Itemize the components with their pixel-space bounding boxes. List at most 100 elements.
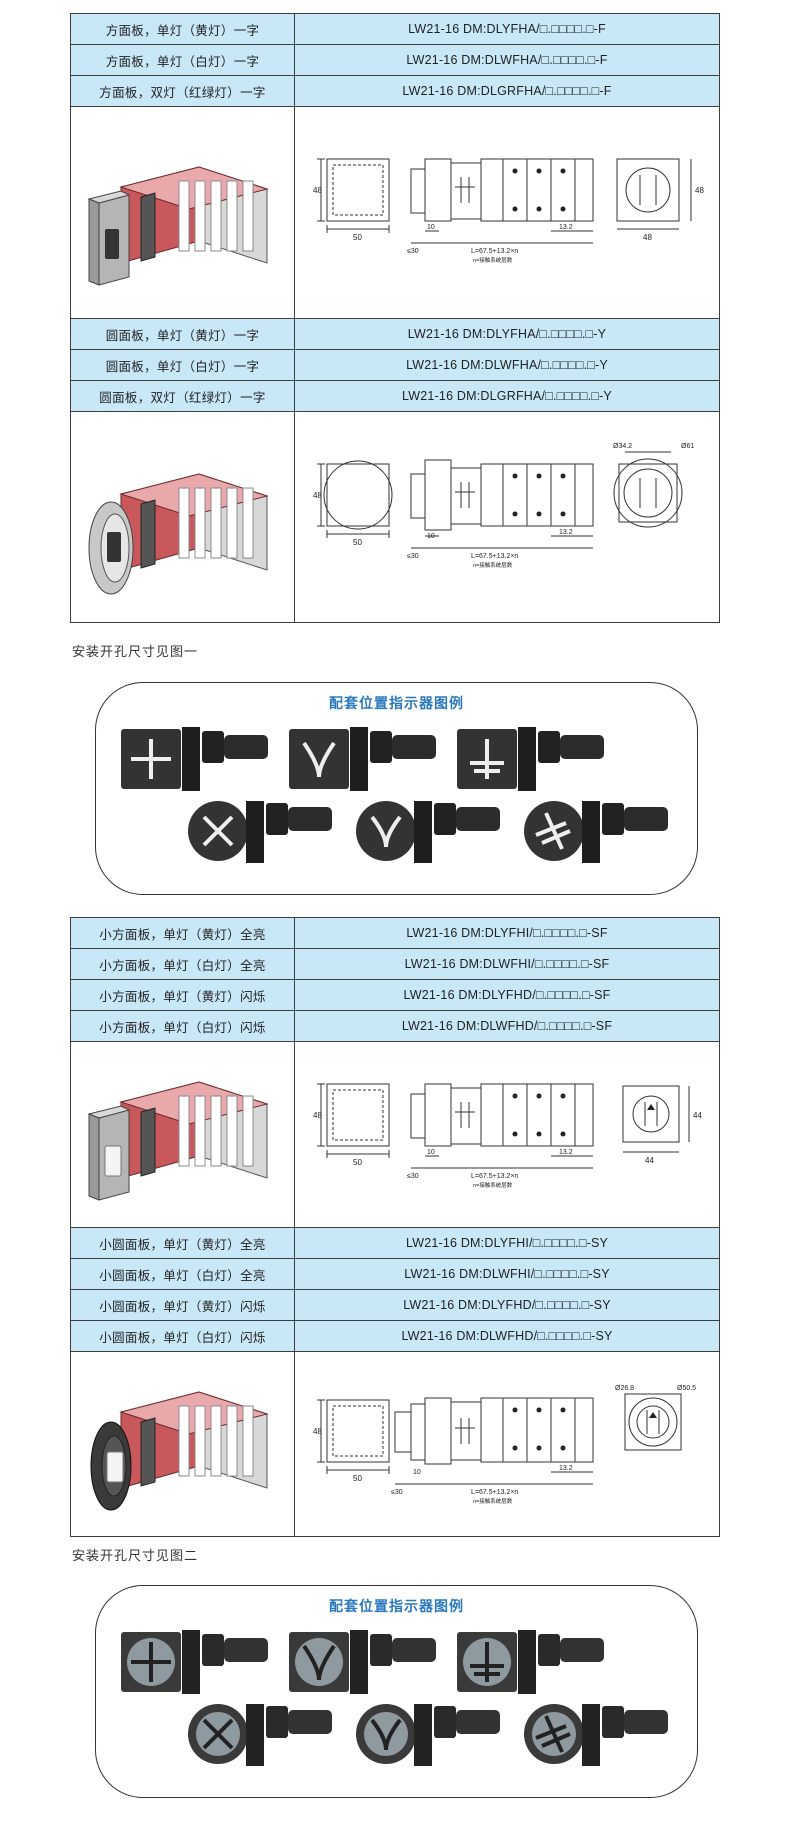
row-description: 方面板，单灯（白灯）一字 <box>71 45 295 75</box>
product-image-row: 48 50 10 ≤30 L=67.5+13.2×n n=接触系统层数 13.2… <box>71 1042 719 1228</box>
row-model: LW21-16 DM:DLWFHI/□.□□□□.□-SY <box>404 1267 610 1281</box>
row-description: 小圆面板，单灯（白灯）全亮 <box>71 1259 295 1289</box>
table-row: 小方面板，单灯（黄灯）闪烁 LW21-16 DM:DLYFHD/□.□□□□.□… <box>71 980 719 1011</box>
row-model: LW21-16 DM:DLYFHA/□.□□□□.□-Y <box>407 327 607 341</box>
dimension-drawing: 48 50 10 ≤30 L=67.5+13.2×n n=接触系统层数 13.2… <box>295 1352 719 1536</box>
table-row: 方面板，双灯（红绿灯）一字 LW21-16 DM:DLGRFHA/□.□□□□.… <box>71 76 719 107</box>
dim-length-formula: L=67.5+13.2×n <box>471 553 518 560</box>
dim-diameter-inner: Ø26.8 <box>615 1385 634 1392</box>
dim-width: 50 <box>353 233 362 242</box>
product-photo-round-panel <box>71 412 295 622</box>
technical-drawing-small-square: 48 50 10 ≤30 L=67.5+13.2×n n=接触系统层数 13.2… <box>313 1083 702 1189</box>
table-row: 小圆面板，单灯（白灯）闪烁 LW21-16 DM:DLWFHD/□.□□□□.□… <box>71 1321 719 1352</box>
dim-note: n=接触系统层数 <box>473 1497 513 1505</box>
indicator-round-cross-icon <box>188 801 332 863</box>
dim-height: 48 <box>313 491 322 500</box>
table-row: 方面板，单灯（黄灯）一字 LW21-16 DM:DLYFHA/□.□□□□.□-… <box>71 14 719 45</box>
mounting-note: 安装开孔尺寸见图二 <box>72 1548 199 1563</box>
spec-table-2: 小方面板，单灯（黄灯）全亮 LW21-16 DM:DLYFHI/□.□□□□.□… <box>70 917 720 1537</box>
table-row: 小方面板，单灯（白灯）全亮 LW21-16 DM:DLWFHI/□.□□□□.□… <box>71 949 719 980</box>
row-description: 小圆面板，单灯（白灯）闪烁 <box>71 1321 295 1351</box>
table-row: 小圆面板，单灯（黄灯）全亮 LW21-16 DM:DLYFHI/□.□□□□.□… <box>71 1228 719 1259</box>
row-description: 方面板，单灯（黄灯）一字 <box>71 14 295 44</box>
mounting-note: 安装开孔尺寸见图一 <box>72 644 199 659</box>
dim-length-formula: L=67.5+13.2×n <box>471 1173 518 1180</box>
product-image-row: 48 50 10 ≤30 L=67.5+13.2×n n=接触系统层数 13.2… <box>71 412 719 622</box>
table-row: 圆面板，双灯（红绿灯）一字 LW21-16 DM:DLGRFHA/□.□□□□.… <box>71 381 719 412</box>
dim-length-formula: L=67.5+13.2×n <box>471 248 518 255</box>
dim-right-width: 48 <box>643 233 652 242</box>
row-description: 圆面板，单灯（黄灯）一字 <box>71 319 295 349</box>
dim-30: ≤30 <box>391 1489 403 1496</box>
dim-height: 48 <box>313 1427 322 1436</box>
dim-right-height: 48 <box>695 186 704 195</box>
spec-table-1: 方面板，单灯（黄灯）一字 LW21-16 DM:DLYFHA/□.□□□□.□-… <box>70 13 720 623</box>
dim-10: 10 <box>413 1469 421 1476</box>
row-description: 方面板，双灯（红绿灯）一字 <box>71 76 295 106</box>
table-row: 圆面板，单灯（黄灯）一字 LW21-16 DM:DLYFHA/□.□□□□.□-… <box>71 319 719 350</box>
indicator-legend-1: 配套位置指示器图例 <box>95 682 698 895</box>
indicator-square-ground-icon <box>457 727 604 791</box>
row-model: LW21-16 DM:DLYFHI/□.□□□□.□-SF <box>406 926 608 940</box>
indicator-square-cross-icon <box>121 1630 268 1694</box>
legend-title: 配套位置指示器图例 <box>329 1598 464 1614</box>
dim-13-2: 13.2 <box>559 1149 573 1156</box>
row-model: LW21-16 DM:DLYFHI/□.□□□□.□-SY <box>405 1236 609 1250</box>
product-image-row: 48 50 10 ≤30 L=67.5+13.2×n n=接触系统层数 13.2… <box>71 107 719 319</box>
indicator-square-cross-icon <box>121 727 268 791</box>
indicator-illustrations <box>121 727 668 863</box>
dim-note: n=接触系统层数 <box>473 1181 513 1189</box>
indicator-round-ground-icon <box>524 1704 668 1766</box>
dim-13-2: 13.2 <box>559 529 573 536</box>
indicator-round-y-icon <box>356 1704 500 1766</box>
row-description: 小方面板，单灯（黄灯）闪烁 <box>71 980 295 1010</box>
legend-title: 配套位置指示器图例 <box>329 695 464 711</box>
row-description: 小圆面板，单灯（黄灯）全亮 <box>71 1228 295 1258</box>
dim-right-width: 44 <box>645 1156 654 1165</box>
indicator-square-ground-icon <box>457 1630 604 1694</box>
row-model: LW21-16 DM:DLYFHD/□.□□□□.□-SF <box>403 988 611 1002</box>
technical-drawing-small-round: 48 50 10 ≤30 L=67.5+13.2×n n=接触系统层数 13.2… <box>313 1385 696 1505</box>
dimension-drawing: 48 50 10 ≤30 L=67.5+13.2×n n=接触系统层数 13.2… <box>295 107 719 318</box>
dim-note: n=接触系统层数 <box>473 256 513 264</box>
dim-diameter-outer: Ø61 <box>681 443 694 450</box>
switch-illustration <box>90 1391 269 1511</box>
row-description: 圆面板，双灯（红绿灯）一字 <box>71 381 295 411</box>
product-photo-small-round-panel <box>71 1352 295 1536</box>
dim-width: 50 <box>353 538 362 547</box>
dim-30: ≤30 <box>407 1173 419 1180</box>
dim-width: 50 <box>353 1158 362 1167</box>
product-image-row: 48 50 10 ≤30 L=67.5+13.2×n n=接触系统层数 13.2… <box>71 1352 719 1536</box>
row-model: LW21-16 DM:DLYFHA/□.□□□□.□-F <box>408 22 606 36</box>
dim-right-height: 44 <box>693 1111 702 1120</box>
dim-10: 10 <box>427 533 435 540</box>
indicator-illustrations <box>121 1630 668 1766</box>
product-photo-small-square-panel <box>71 1042 295 1227</box>
dim-10: 10 <box>427 1149 435 1156</box>
indicator-square-y-icon <box>289 727 436 791</box>
row-model: LW21-16 DM:DLWFHD/□.□□□□.□-SY <box>401 1329 613 1343</box>
dim-note: n=接触系统层数 <box>473 561 513 569</box>
dim-13-2: 13.2 <box>559 1465 573 1472</box>
dim-13-2: 13.2 <box>559 224 573 231</box>
row-model: LW21-16 DM:DLGRFHA/□.□□□□.□-Y <box>402 389 612 403</box>
switch-illustration <box>87 1081 269 1201</box>
dim-diameter-outer: Ø50.5 <box>677 1385 696 1392</box>
dimension-drawing: 48 50 10 ≤30 L=67.5+13.2×n n=接触系统层数 13.2… <box>295 1042 719 1227</box>
row-model: LW21-16 DM:DLWFHA/□.□□□□.□-F <box>406 53 608 67</box>
table-row: 方面板，单灯（白灯）一字 LW21-16 DM:DLWFHA/□.□□□□.□-… <box>71 45 719 76</box>
table-row: 圆面板，单灯（白灯）一字 LW21-16 DM:DLWFHA/□.□□□□.□-… <box>71 350 719 381</box>
indicator-round-y-icon <box>356 801 500 863</box>
row-description: 小方面板，单灯（黄灯）全亮 <box>71 918 295 948</box>
product-photo-square-panel <box>71 107 295 318</box>
row-description: 小圆面板，单灯（黄灯）闪烁 <box>71 1290 295 1320</box>
row-model: LW21-16 DM:DLWFHA/□.□□□□.□-Y <box>406 358 608 372</box>
dimension-drawing: 48 50 10 ≤30 L=67.5+13.2×n n=接触系统层数 13.2… <box>295 412 719 622</box>
dim-height: 48 <box>313 1111 322 1120</box>
table-row: 小圆面板，单灯（黄灯）闪烁 LW21-16 DM:DLYFHD/□.□□□□.□… <box>71 1290 719 1321</box>
table-row: 小圆面板，单灯（白灯）全亮 LW21-16 DM:DLWFHI/□.□□□□.□… <box>71 1259 719 1290</box>
table-row: 小方面板，单灯（黄灯）全亮 LW21-16 DM:DLYFHI/□.□□□□.□… <box>71 918 719 949</box>
indicator-round-cross-icon <box>188 1704 332 1766</box>
row-model: LW21-16 DM:DLWFHI/□.□□□□.□-SF <box>404 957 610 971</box>
indicator-legend-2: 配套位置指示器图例 <box>95 1585 698 1798</box>
